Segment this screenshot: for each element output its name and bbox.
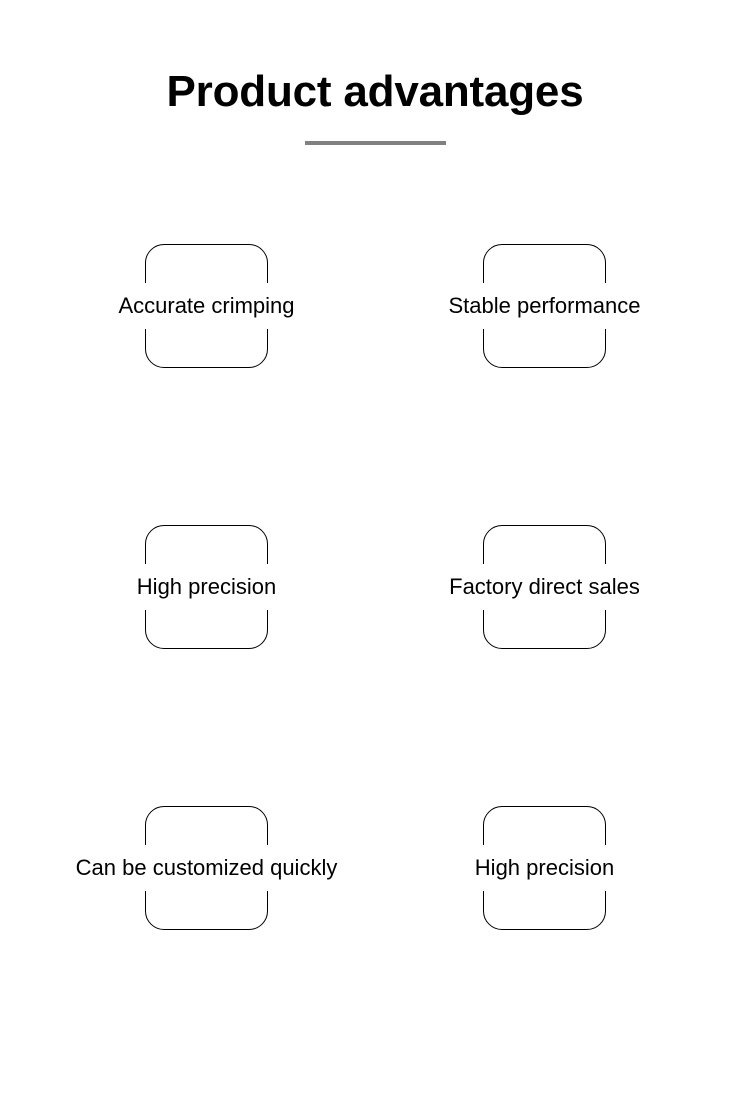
advantage-label: High precision	[470, 845, 619, 891]
advantage-label: Accurate crimping	[114, 283, 299, 329]
advantage-card-can-be-customized-quickly[interactable]: Can be customized quickly	[71, 806, 342, 930]
advantage-card-high-precision[interactable]: High precision	[132, 525, 281, 649]
advantage-label: High precision	[132, 564, 281, 610]
advantage-card-accurate-crimping[interactable]: Accurate crimping	[114, 244, 299, 368]
advantage-card-high-precision-2[interactable]: High precision	[470, 806, 619, 930]
advantage-label: Can be customized quickly	[71, 845, 342, 891]
advantages-grid: Accurate crimping Stable performance Hig…	[0, 244, 750, 935]
page-title: Product advantages	[166, 67, 584, 116]
title-divider	[305, 141, 446, 145]
advantage-row: High precision Factory direct sales	[0, 525, 750, 806]
advantage-label: Stable performance	[444, 283, 645, 329]
advantage-row: Can be customized quickly High precision	[0, 806, 750, 935]
advantage-card-stable-performance[interactable]: Stable performance	[444, 244, 645, 368]
advantage-row: Accurate crimping Stable performance	[0, 244, 750, 525]
advantage-label: Factory direct sales	[445, 564, 644, 610]
advantage-card-factory-direct-sales[interactable]: Factory direct sales	[445, 525, 644, 649]
